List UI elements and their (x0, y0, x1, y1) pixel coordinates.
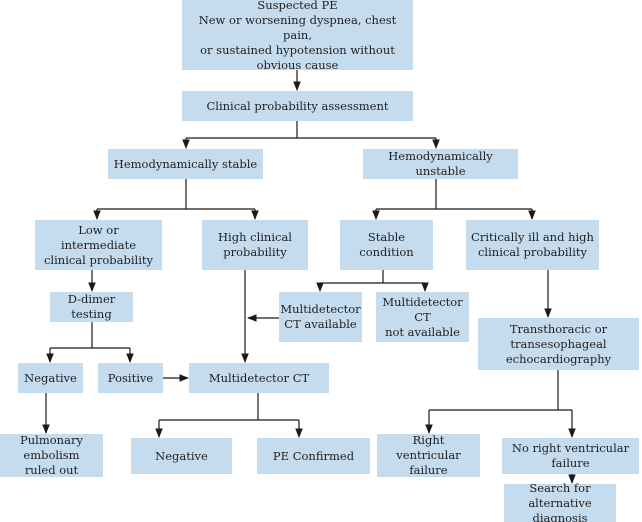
node-text-line: Multidetector CT (208, 370, 310, 385)
node-text-line: probability (223, 245, 287, 259)
node-text-line: or sustained hypotension without obvious… (200, 42, 395, 72)
node-text-line: Multidetector (280, 302, 361, 316)
node-text-line: Hemodynamically unstable (388, 149, 493, 178)
node-text-line: Pulmonary embolism (20, 433, 83, 462)
node-multidetector-ct: Multidetector CT (189, 363, 329, 393)
node-hemodynamically-stable: Hemodynamically stable (108, 149, 263, 179)
node-text-line: CT available (284, 317, 357, 331)
node-text-line: Critically ill and high (471, 230, 594, 244)
node-text-line: Multidetector CT (382, 294, 463, 324)
node-d-dimer-negative: Negative (18, 363, 83, 393)
node-text-line: clinical probability (43, 252, 154, 267)
node-text-line: Negative (155, 448, 208, 463)
node-pe-confirmed: PE Confirmed (257, 438, 370, 474)
node-text-line: High clinical (218, 230, 292, 244)
node-ct-negative: Negative (131, 438, 232, 474)
node-text-line: D-dimer testing (67, 292, 116, 321)
node-text-line: Suspected PE (257, 0, 338, 12)
node-text-line: No right ventricular failure (511, 441, 630, 470)
node-text-line: Negative (24, 370, 77, 385)
node-text-line: Clinical probability assessment (206, 98, 389, 113)
node-text-line: ruled out (24, 463, 79, 477)
node-hemodynamically-unstable: Hemodynamically unstable (363, 149, 518, 179)
node-text-line: PE Confirmed (272, 448, 355, 463)
node-text-line: clinical probability (477, 245, 588, 259)
node-text-line: Positive (107, 370, 154, 385)
node-no-right-ventricular-failure: No right ventricular failure (502, 438, 639, 474)
node-d-dimer-testing: D-dimer testing (50, 292, 133, 322)
node-text-line: diagnosis (532, 510, 588, 522)
node-d-dimer-positive: Positive (98, 363, 163, 393)
node-text-line: not available (385, 324, 460, 339)
node-text-line: echocardiography (505, 351, 612, 366)
node-text-line: Search for alternative (528, 480, 592, 510)
node-text-line: condition (359, 245, 414, 259)
node-text-line: Transthoracic or transesophageal (509, 321, 608, 351)
node-text-line: Low or intermediate (60, 222, 137, 252)
node-text-line: Right ventricular (396, 433, 461, 462)
node-text-line: Hemodynamically stable (113, 156, 258, 171)
node-clinical-probability-assessment: Clinical probability assessment (182, 91, 413, 121)
node-text-line: failure (409, 463, 448, 477)
node-text-line: Stable (367, 230, 406, 244)
node-text-line: New or worsening dyspnea, chest pain, (198, 12, 397, 42)
